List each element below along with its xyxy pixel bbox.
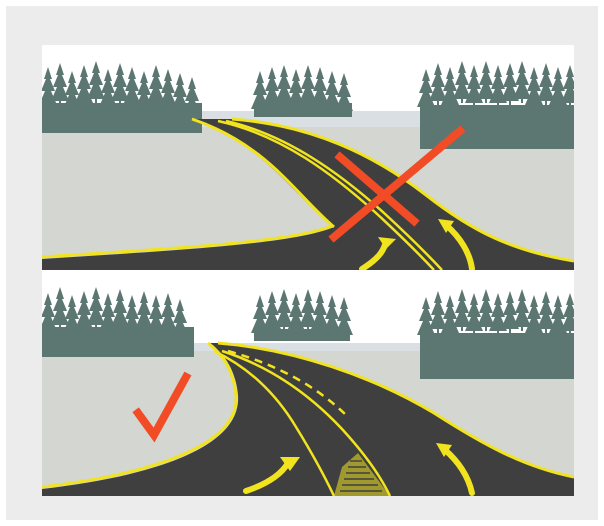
panel-divider <box>42 270 574 277</box>
road-scene-bottom <box>42 277 574 496</box>
road-scene-top <box>42 45 574 270</box>
panel-correct-merge <box>42 277 574 496</box>
panel-incorrect-merge <box>42 45 574 270</box>
